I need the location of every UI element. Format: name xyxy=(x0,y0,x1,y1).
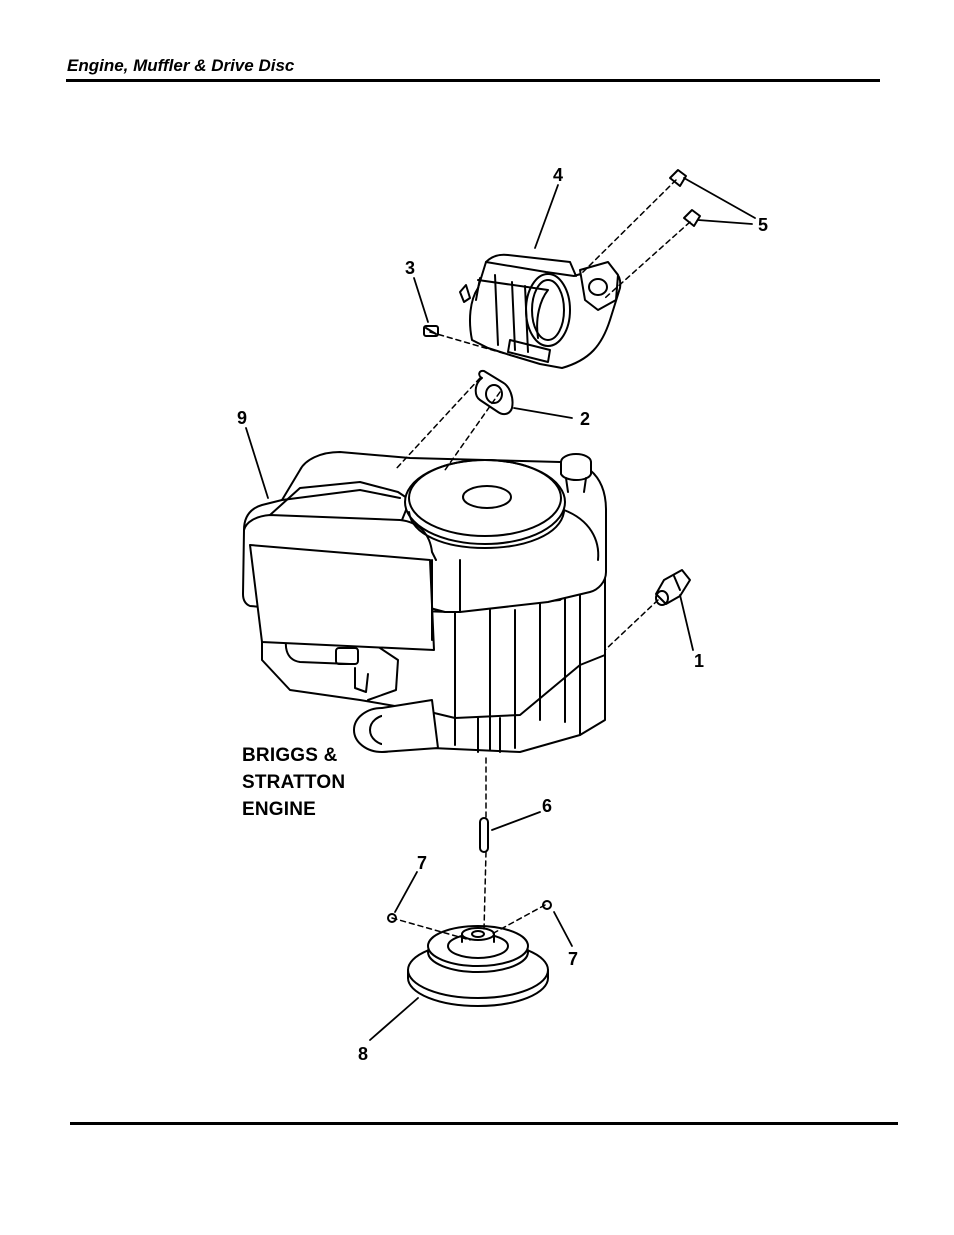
callout-9: 9 xyxy=(237,408,247,428)
callout-3: 3 xyxy=(405,258,415,278)
leader-lines xyxy=(245,177,756,1041)
screws-part-5 xyxy=(669,169,701,227)
callout-4: 4 xyxy=(553,165,563,185)
setscrew-part-7-left xyxy=(387,913,397,923)
callout-7-lower: 7 xyxy=(568,949,578,969)
callout-6: 6 xyxy=(542,796,552,816)
footer-rule xyxy=(70,1122,898,1125)
callout-1: 1 xyxy=(694,651,704,671)
muffler xyxy=(459,253,622,369)
assembly-dash-lines xyxy=(391,179,691,941)
page-title: Engine, Muffler & Drive Disc xyxy=(67,56,295,75)
screw-part-3 xyxy=(423,325,439,337)
engine-assembly xyxy=(242,451,607,753)
gasket xyxy=(474,369,514,416)
fitting-part-1 xyxy=(655,569,691,606)
setscrew-part-7-right xyxy=(542,900,552,910)
drive-disc-part-8 xyxy=(407,925,549,1007)
callout-2: 2 xyxy=(580,409,590,429)
engine-label-line-1: BRIGGS & xyxy=(242,745,338,766)
callout-5: 5 xyxy=(758,215,768,235)
key-part-6 xyxy=(479,817,489,853)
header-rule xyxy=(66,79,880,82)
callout-8: 8 xyxy=(358,1044,368,1064)
engine-label-line-3: ENGINE xyxy=(242,799,317,820)
engine-label: BRIGGS & STRATTON ENGINE xyxy=(242,742,345,823)
engine-label-line-2: STRATTON xyxy=(242,772,346,793)
callout-7-upper: 7 xyxy=(417,853,427,873)
callout-labels: 1 2 3 4 5 6 7 7 8 9 xyxy=(237,165,768,1064)
